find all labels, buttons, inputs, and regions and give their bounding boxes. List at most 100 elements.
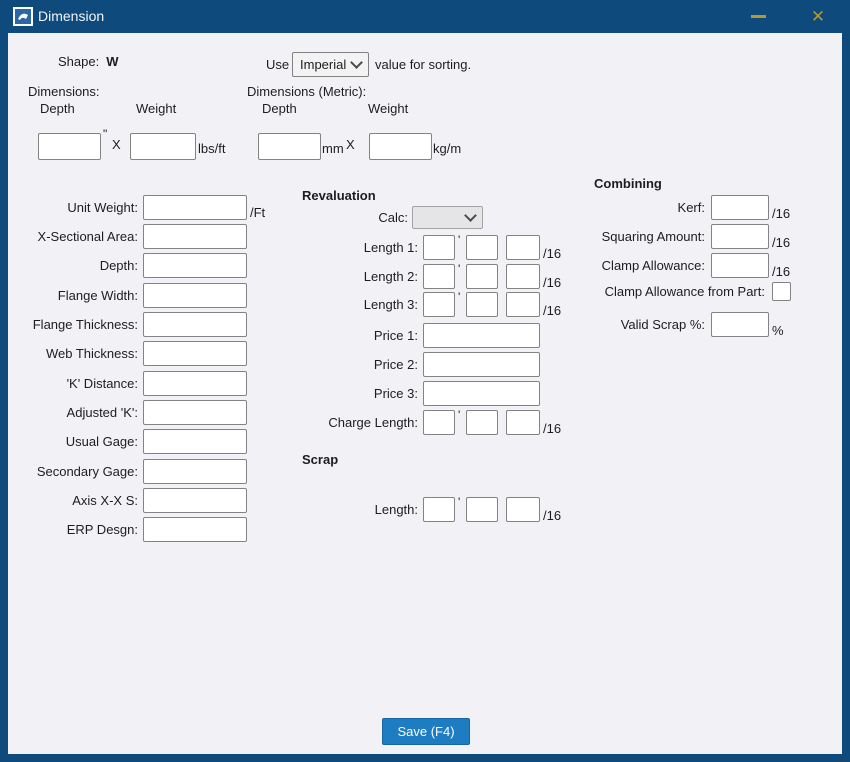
clamp-from-part-row: Clamp Allowance from Part: (560, 282, 850, 308)
titlebar[interactable]: Dimension ✕ (0, 0, 850, 33)
sixteenths-suffix: /16 (543, 303, 562, 318)
x-sectional-area-input[interactable] (143, 224, 247, 249)
price1-input[interactable] (423, 323, 540, 348)
adjusted-k-input[interactable] (143, 400, 247, 425)
unit-weight-suffix: /Ft (250, 205, 266, 220)
squaring-amount-input[interactable] (711, 224, 769, 249)
k-distance-row: 'K' Distance: (0, 371, 285, 397)
revaluation-title: Revaluation (302, 188, 376, 203)
length3-row: Length 3: ' /16 (280, 290, 585, 318)
flange-thickness-row: Flange Thickness: (0, 312, 285, 338)
clamp-from-part-checkbox[interactable] (772, 282, 791, 301)
imperial-depth-input[interactable] (38, 133, 101, 160)
app-icon (13, 7, 33, 26)
secondary-gage-label: Secondary Gage: (36, 464, 138, 479)
imperial-x-separator: X (112, 137, 121, 152)
close-button[interactable]: ✕ (800, 2, 836, 31)
flange-thickness-input[interactable] (143, 312, 247, 337)
minimize-icon (750, 15, 766, 18)
usual-gage-label: Usual Gage: (65, 434, 138, 449)
charge-length-sixteenths-input[interactable] (506, 410, 540, 435)
erp-desgn-input[interactable] (143, 517, 247, 542)
metric-weight-unit: kg/m (433, 141, 462, 156)
kerf-row: Kerf: /16 (560, 195, 850, 221)
metric-depth-input[interactable] (258, 133, 321, 160)
minimize-button[interactable] (740, 2, 776, 31)
secondary-gage-row: Secondary Gage: (0, 459, 285, 485)
clamp-allowance-input[interactable] (711, 253, 769, 278)
length2-label: Length 2: (363, 269, 418, 284)
usual-gage-input[interactable] (143, 429, 247, 454)
scrap-length-sixteenths-input[interactable] (506, 497, 540, 522)
axis-xx-s-row: Axis X-X S: (0, 488, 285, 514)
length1-feet-input[interactable] (423, 235, 455, 260)
clamp-allowance-label: Clamp Allowance: (601, 258, 705, 273)
axis-xx-s-label: Axis X-X S: (72, 493, 138, 508)
price2-row: Price 2: (280, 352, 585, 378)
length2-feet-input[interactable] (423, 264, 455, 289)
kerf-suffix: /16 (772, 206, 791, 221)
length1-inches-input[interactable] (466, 235, 498, 260)
scrap-length-inches-input[interactable] (466, 497, 498, 522)
use-label: Use (266, 57, 290, 72)
calc-select[interactable] (412, 206, 483, 229)
metric-weight-input[interactable] (369, 133, 432, 160)
chevron-down-icon (464, 209, 477, 222)
length2-sixteenths-input[interactable] (506, 264, 540, 289)
valid-scrap-label: Valid Scrap %: (620, 317, 705, 332)
k-distance-input[interactable] (143, 371, 247, 396)
scrap-length-feet-input[interactable] (423, 497, 455, 522)
metric-group-label: Dimensions (Metric): (247, 84, 367, 99)
web-thickness-row: Web Thickness: (0, 341, 285, 367)
depth-input[interactable] (143, 253, 247, 278)
secondary-gage-input[interactable] (143, 459, 247, 484)
price2-input[interactable] (423, 352, 540, 377)
kerf-input[interactable] (711, 195, 769, 220)
feet-mark: ' (458, 408, 461, 422)
length2-row: Length 2: ' /16 (280, 262, 585, 290)
price1-row: Price 1: (280, 323, 585, 349)
length1-sixteenths-input[interactable] (506, 235, 540, 260)
valid-scrap-row: Valid Scrap %: % (560, 312, 850, 338)
web-thickness-input[interactable] (143, 341, 247, 366)
unit-weight-label: Unit Weight: (67, 200, 138, 215)
charge-length-label: Charge Length: (328, 415, 418, 430)
metric-depth-unit: mm (322, 141, 344, 156)
feet-mark: ' (458, 290, 461, 304)
valid-scrap-input[interactable] (711, 312, 769, 337)
metric-weight-col: Weight (368, 101, 409, 116)
unit-weight-input[interactable] (143, 195, 247, 220)
save-button[interactable]: Save (F4) (382, 718, 470, 745)
chevron-down-icon (350, 56, 363, 69)
metric-depth-col: Depth (262, 101, 297, 116)
squaring-amount-label: Squaring Amount: (601, 229, 705, 244)
scrap-length-row: Length: ' /16 (280, 495, 585, 523)
price3-input[interactable] (423, 381, 540, 406)
percent-suffix: % (772, 323, 784, 338)
imperial-weight-col: Weight (136, 101, 177, 116)
shape-line: Shape: W (58, 54, 118, 69)
inch-mark: " (103, 127, 108, 141)
length3-feet-input[interactable] (423, 292, 455, 317)
imperial-depth-col: Depth (40, 101, 75, 116)
sorting-unit-select[interactable]: Imperial (292, 52, 369, 77)
x-sectional-area-row: X-Sectional Area: (0, 224, 285, 250)
imperial-weight-input[interactable] (130, 133, 196, 160)
length2-inches-input[interactable] (466, 264, 498, 289)
depth-label: Depth: (99, 258, 138, 273)
unit-weight-row: Unit Weight: /Ft (0, 195, 285, 221)
charge-length-feet-input[interactable] (423, 410, 455, 435)
charge-length-inches-input[interactable] (466, 410, 498, 435)
length3-sixteenths-input[interactable] (506, 292, 540, 317)
flange-width-input[interactable] (143, 283, 247, 308)
window-title: Dimension (38, 8, 105, 24)
length3-inches-input[interactable] (466, 292, 498, 317)
sixteenths-suffix: /16 (543, 275, 562, 290)
flange-width-row: Flange Width: (0, 283, 285, 309)
combining-title: Combining (594, 176, 662, 191)
length3-label: Length 3: (363, 297, 418, 312)
axis-xx-s-input[interactable] (143, 488, 247, 513)
squaring-amount-suffix: /16 (772, 235, 791, 250)
sixteenths-suffix: /16 (543, 508, 562, 523)
